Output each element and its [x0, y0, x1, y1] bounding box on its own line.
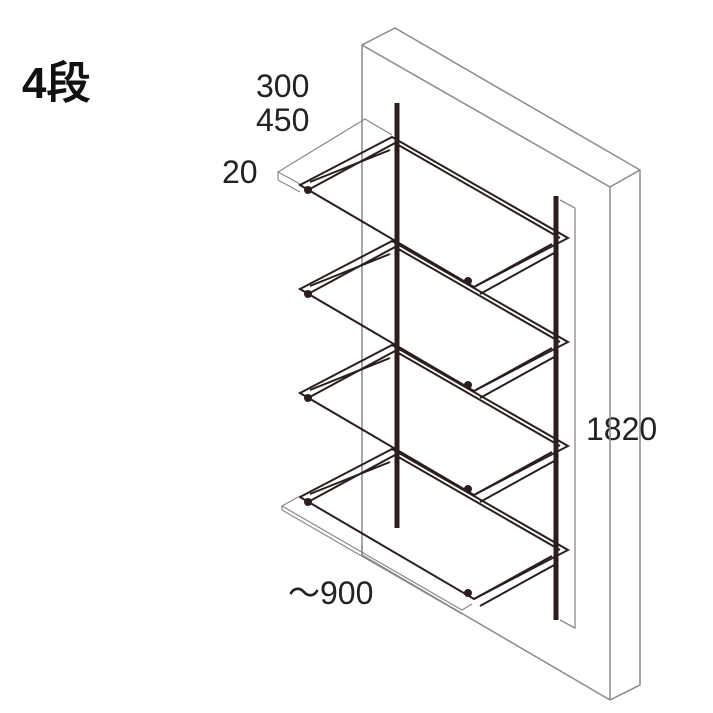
width-dimension: ～900 [288, 575, 374, 611]
shelf-tier-2 [297, 239, 571, 399]
shelf-board-outline [276, 118, 473, 615]
shelf-tier-4 [297, 447, 571, 607]
height-dimension: 1820 [586, 411, 658, 447]
shelf-thickness-dimension: 20 [222, 154, 258, 190]
depth-dimension-300: 300 [256, 68, 310, 104]
wall-panel [361, 27, 641, 701]
depth-dimension-450: 450 [256, 102, 310, 138]
wall-rail-guide [559, 199, 576, 630]
shelf-tier-title: 4段 [22, 59, 91, 108]
shelf-frames [297, 135, 571, 607]
